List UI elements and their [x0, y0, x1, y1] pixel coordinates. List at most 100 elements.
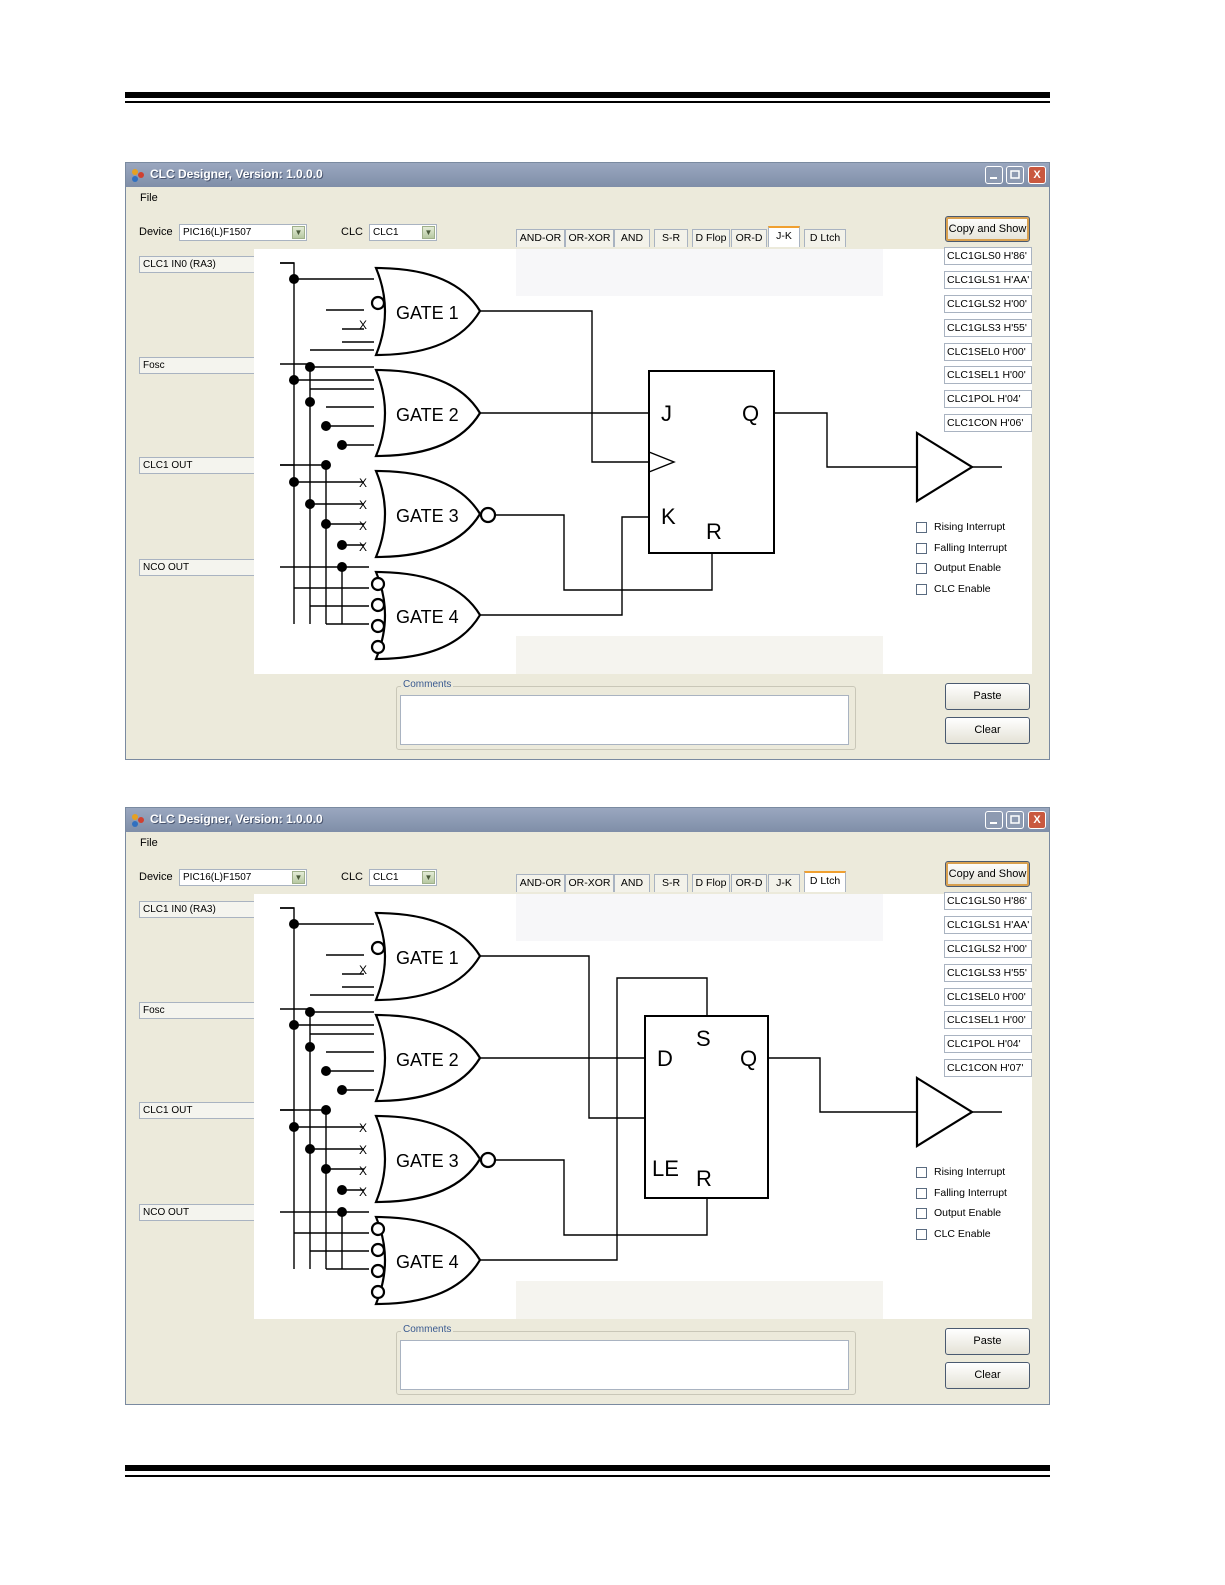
tab-s-r[interactable]: S-R: [654, 229, 688, 247]
checkbox-box[interactable]: [916, 543, 927, 554]
checkbox-box[interactable]: [916, 1208, 927, 1219]
comments-textarea[interactable]: [400, 1340, 849, 1390]
tab-label: AND: [620, 877, 644, 889]
tab-and[interactable]: AND: [614, 874, 650, 892]
tab-or-xor[interactable]: OR-XOR: [565, 874, 614, 892]
tab-d-flop[interactable]: D Flop: [692, 229, 730, 247]
checkbox-label: Output Enable: [934, 562, 1002, 574]
comments-label: Comments: [401, 1324, 454, 1335]
checkbox-box[interactable]: [916, 584, 927, 595]
comments-textarea[interactable]: [400, 695, 849, 745]
tab-and-or[interactable]: AND-OR: [516, 229, 565, 247]
paste-button[interactable]: Paste: [945, 683, 1030, 710]
logic-diagram-canvas: GATE 1 GATE 2 GATE 3 GATE 4 X X X X X: [254, 894, 1032, 1319]
gate-4-invert-bubble: [370, 1221, 386, 1237]
gate-4-invert-bubble: [370, 1284, 386, 1300]
device-select[interactable]: PIC16(L)F1507 ▼: [179, 224, 307, 241]
junction-dots: [289, 274, 347, 572]
tab-d-flop[interactable]: D Flop: [692, 874, 730, 892]
tab-or-d[interactable]: OR-D: [731, 874, 767, 892]
minimize-icon: [990, 822, 997, 824]
register-text: CLC1GLS2 H'00': [947, 298, 1027, 310]
tab-label: OR-D: [735, 877, 763, 889]
register-value: CLC1GLS0 H'86': [944, 892, 1032, 910]
register-text: CLC1SEL0 H'00': [947, 346, 1026, 358]
tab-d-ltch[interactable]: D Ltch: [804, 229, 846, 247]
register-text: CLC1CON H'07': [947, 1062, 1024, 1074]
menu-file[interactable]: File: [140, 837, 158, 849]
register-text: CLC1GLS3 H'55': [947, 322, 1027, 334]
copy-and-show-button[interactable]: Copy and Show: [945, 216, 1030, 242]
x-mark: X: [359, 1143, 367, 1157]
x-mark: X: [359, 1121, 367, 1135]
tab-label: D Ltch: [809, 232, 841, 244]
gate-3-output-bubble: [479, 506, 497, 524]
checkbox-label: Rising Interrupt: [934, 521, 1006, 533]
dlatch-block: [644, 1015, 769, 1199]
jk-wiring: [480, 310, 1002, 616]
gate-3-label: GATE 3: [396, 506, 459, 526]
gate-4-label: GATE 4: [396, 607, 459, 627]
tab-j-k[interactable]: J-K: [768, 874, 800, 892]
clc-select[interactable]: CLC1 ▼: [369, 869, 437, 886]
title-bar[interactable]: CLC Designer, Version: 1.0.0.0 X: [126, 808, 1049, 832]
tab-label: S-R: [661, 877, 681, 889]
junction-dots: [289, 919, 347, 1217]
checkbox-box[interactable]: [916, 522, 927, 533]
minimize-button[interactable]: [985, 811, 1003, 829]
register-value: CLC1SEL0 H'00': [944, 988, 1032, 1006]
register-text: CLC1POL H'04': [947, 393, 1021, 405]
chevron-down-icon[interactable]: ▼: [292, 226, 305, 239]
clear-button[interactable]: Clear: [945, 717, 1030, 744]
tab-or-d[interactable]: OR-D: [731, 229, 767, 247]
input-value: Fosc: [143, 360, 165, 371]
tab-label: J-K: [776, 230, 792, 242]
tab-or-xor[interactable]: OR-XOR: [565, 229, 614, 247]
copy-and-show-button[interactable]: Copy and Show: [945, 861, 1030, 887]
register-text: CLC1GLS3 H'55': [947, 967, 1027, 979]
tab-s-r[interactable]: S-R: [654, 874, 688, 892]
tab-label: D Flop: [695, 877, 727, 889]
block-reset-label: R: [706, 519, 722, 544]
checkbox-box[interactable]: [916, 1167, 927, 1178]
device-select[interactable]: PIC16(L)F1507 ▼: [179, 869, 307, 886]
maximize-button[interactable]: [1006, 166, 1024, 184]
gate-2-label: GATE 2: [396, 405, 459, 425]
title-bar[interactable]: CLC Designer, Version: 1.0.0.0 X: [126, 163, 1049, 187]
gate-1-invert-bubble: [370, 295, 386, 311]
close-button[interactable]: X: [1028, 811, 1046, 829]
paste-button[interactable]: Paste: [945, 1328, 1030, 1355]
register-value: CLC1SEL1 H'00': [944, 1011, 1032, 1029]
input-value: Fosc: [143, 1005, 165, 1016]
clear-button[interactable]: Clear: [945, 1362, 1030, 1389]
checkbox-box[interactable]: [916, 563, 927, 574]
checkbox-box[interactable]: [916, 1229, 927, 1240]
register-value: CLC1GLS3 H'55': [944, 319, 1032, 337]
register-text: CLC1POL H'04': [947, 1038, 1021, 1050]
block-input-2-label: LE: [652, 1156, 679, 1181]
checkbox-label: CLC Enable: [934, 583, 991, 595]
minimize-button[interactable]: [985, 166, 1003, 184]
tab-label: OR-XOR: [568, 232, 611, 244]
clc-designer-window-1: CLC Designer, Version: 1.0.0.0 X File De…: [125, 162, 1050, 760]
x-mark: X: [359, 498, 367, 512]
register-text: CLC1GLS1 H'AA': [947, 274, 1030, 286]
chevron-down-icon[interactable]: ▼: [422, 871, 435, 884]
chevron-down-icon[interactable]: ▼: [422, 226, 435, 239]
chevron-down-icon[interactable]: ▼: [292, 871, 305, 884]
tab-j-k[interactable]: J-K: [768, 226, 800, 247]
block-input-1-label: D: [657, 1046, 673, 1071]
menu-file[interactable]: File: [140, 192, 158, 204]
tab-d-ltch[interactable]: D Ltch: [804, 871, 846, 892]
register-value: CLC1POL H'04': [944, 1035, 1032, 1053]
window-title: CLC Designer, Version: 1.0.0.0: [150, 167, 323, 181]
clc-select[interactable]: CLC1 ▼: [369, 224, 437, 241]
disabled-input-marks: X X X X X: [359, 318, 367, 554]
tab-and-or[interactable]: AND-OR: [516, 874, 565, 892]
maximize-button[interactable]: [1006, 811, 1024, 829]
close-button[interactable]: X: [1028, 166, 1046, 184]
maximize-icon: [1010, 170, 1020, 179]
checkbox-box[interactable]: [916, 1188, 927, 1199]
device-label: Device: [139, 871, 173, 883]
tab-and[interactable]: AND: [614, 229, 650, 247]
